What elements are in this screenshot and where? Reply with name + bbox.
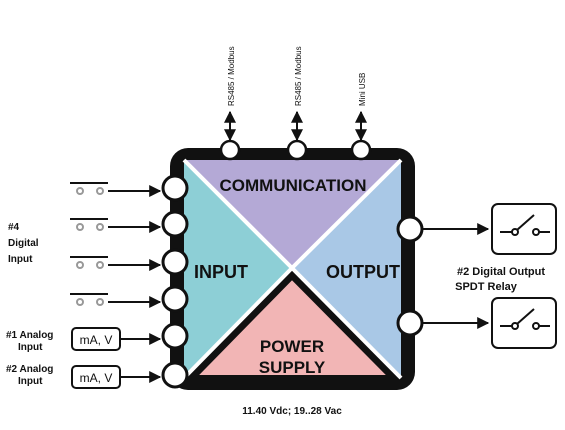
switch-3 — [70, 256, 162, 271]
communication-region — [184, 160, 401, 268]
analog-input-1-signal: mA, V — [80, 333, 113, 347]
power-label-line2: SUPPLY — [259, 358, 326, 377]
output-arrows — [422, 223, 490, 329]
digital-input-label-3: Input — [8, 254, 33, 265]
input-ports — [161, 174, 189, 389]
power-label-line1: POWER — [260, 337, 324, 356]
analog-input-2-label-1: #2 Analog — [6, 364, 53, 375]
output-label-1: #2 Digital Output — [457, 266, 545, 278]
digital-input-switches — [70, 182, 162, 308]
power-spec-label: 11.40 Vdc; 19..28 Vac — [242, 406, 342, 417]
switch-1 — [70, 182, 162, 197]
analog-input-1: #1 Analog Input mA, V — [6, 327, 162, 353]
analog-input-1-label-2: Input — [18, 342, 43, 353]
top-port-3-label: Mini USB — [358, 73, 367, 106]
input-region — [184, 160, 292, 378]
top-port-1-label: RS485 / Modbus — [227, 46, 236, 106]
input-label: INPUT — [194, 262, 248, 282]
top-port-1: RS485 / Modbus — [219, 46, 241, 161]
analog-input-1-label-1: #1 Analog — [6, 330, 53, 341]
power-region — [192, 276, 393, 378]
top-port-2: RS485 / Modbus — [286, 46, 308, 161]
top-port-2-label: RS485 / Modbus — [294, 46, 303, 106]
digital-input-label-2: Digital — [8, 238, 39, 249]
relay-2 — [491, 297, 557, 349]
output-label-2: SPDT Relay — [455, 281, 518, 293]
switch-4 — [70, 293, 162, 308]
digital-input-label-1: #4 — [8, 222, 20, 233]
top-port-3: Mini USB — [350, 73, 372, 161]
output-region — [292, 160, 401, 378]
switch-2 — [70, 218, 162, 233]
output-ports — [396, 215, 424, 337]
analog-input-2-label-2: Input — [18, 376, 43, 387]
communication-label: COMMUNICATION — [220, 176, 367, 195]
relay-1 — [491, 203, 557, 255]
analog-input-2: #2 Analog Input mA, V — [6, 364, 162, 389]
output-label: OUTPUT — [326, 262, 400, 282]
analog-input-2-signal: mA, V — [80, 371, 113, 385]
